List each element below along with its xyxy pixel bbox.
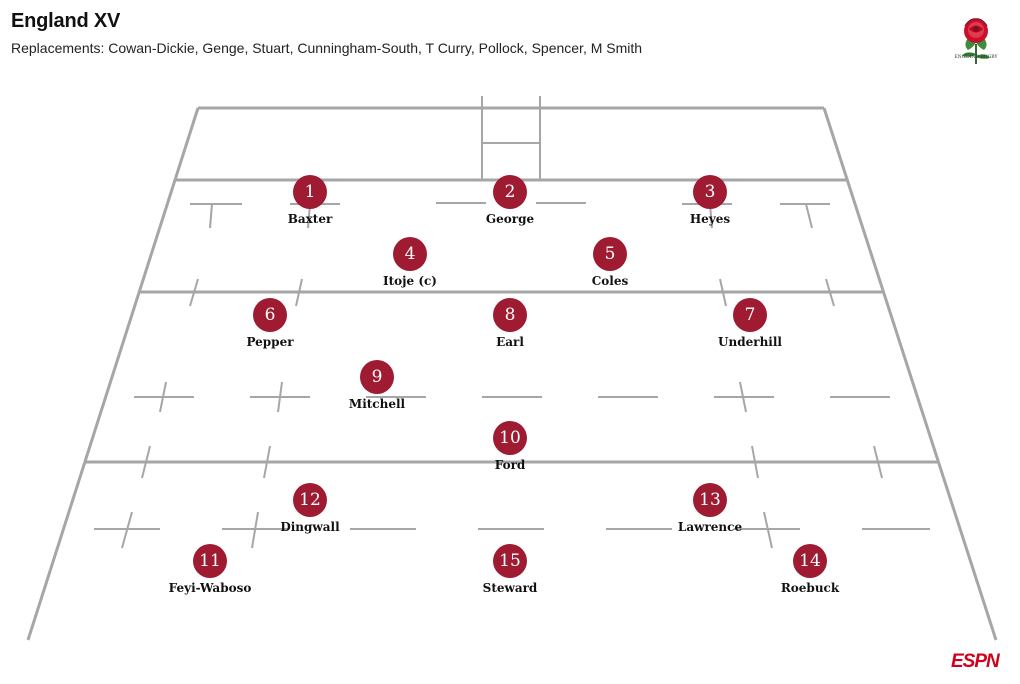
player-name: Earl — [496, 335, 524, 349]
player-name: Lawrence — [677, 520, 743, 534]
jersey-number-badge: 13 — [693, 483, 727, 517]
player-name: Steward — [482, 581, 538, 595]
player-name: Ford — [494, 458, 526, 472]
jersey-number-badge: 1 — [293, 175, 327, 209]
replacements-list: Replacements: Cowan-Dickie, Genge, Stuar… — [11, 40, 643, 56]
jersey-number-badge: 10 — [493, 421, 527, 455]
player-name: Coles — [591, 274, 629, 288]
player-name: Itoje (c) — [383, 274, 437, 288]
player-name: Mitchell — [348, 397, 406, 411]
player-name: Roebuck — [780, 581, 840, 595]
jersey-number-badge: 7 — [733, 298, 767, 332]
jersey-number-badge: 4 — [393, 237, 427, 271]
jersey-number-badge: 8 — [493, 298, 527, 332]
jersey-number-badge: 14 — [793, 544, 827, 578]
jersey-number-badge: 5 — [593, 237, 627, 271]
player-name: Underhill — [718, 335, 782, 349]
player-name: Baxter — [287, 212, 333, 226]
player-name: George — [485, 212, 535, 226]
jersey-number-badge: 15 — [493, 544, 527, 578]
espn-logo: ESPN — [951, 651, 1000, 672]
jersey-number-badge: 9 — [360, 360, 394, 394]
player-name: Dingwall — [280, 520, 340, 534]
jersey-number-badge: 11 — [193, 544, 227, 578]
player-name: Feyi-Waboso — [168, 581, 252, 595]
jersey-number-badge: 12 — [293, 483, 327, 517]
crest-text: ENGLAND RUGBY — [954, 55, 998, 60]
england-rugby-rose-icon — [962, 18, 990, 64]
player-name: Heyes — [689, 212, 731, 226]
page-title: England XV — [11, 10, 121, 32]
jersey-number-badge: 6 — [253, 298, 287, 332]
jersey-number-badge: 2 — [493, 175, 527, 209]
player-name: Pepper — [246, 335, 294, 349]
jersey-number-badge: 3 — [693, 175, 727, 209]
